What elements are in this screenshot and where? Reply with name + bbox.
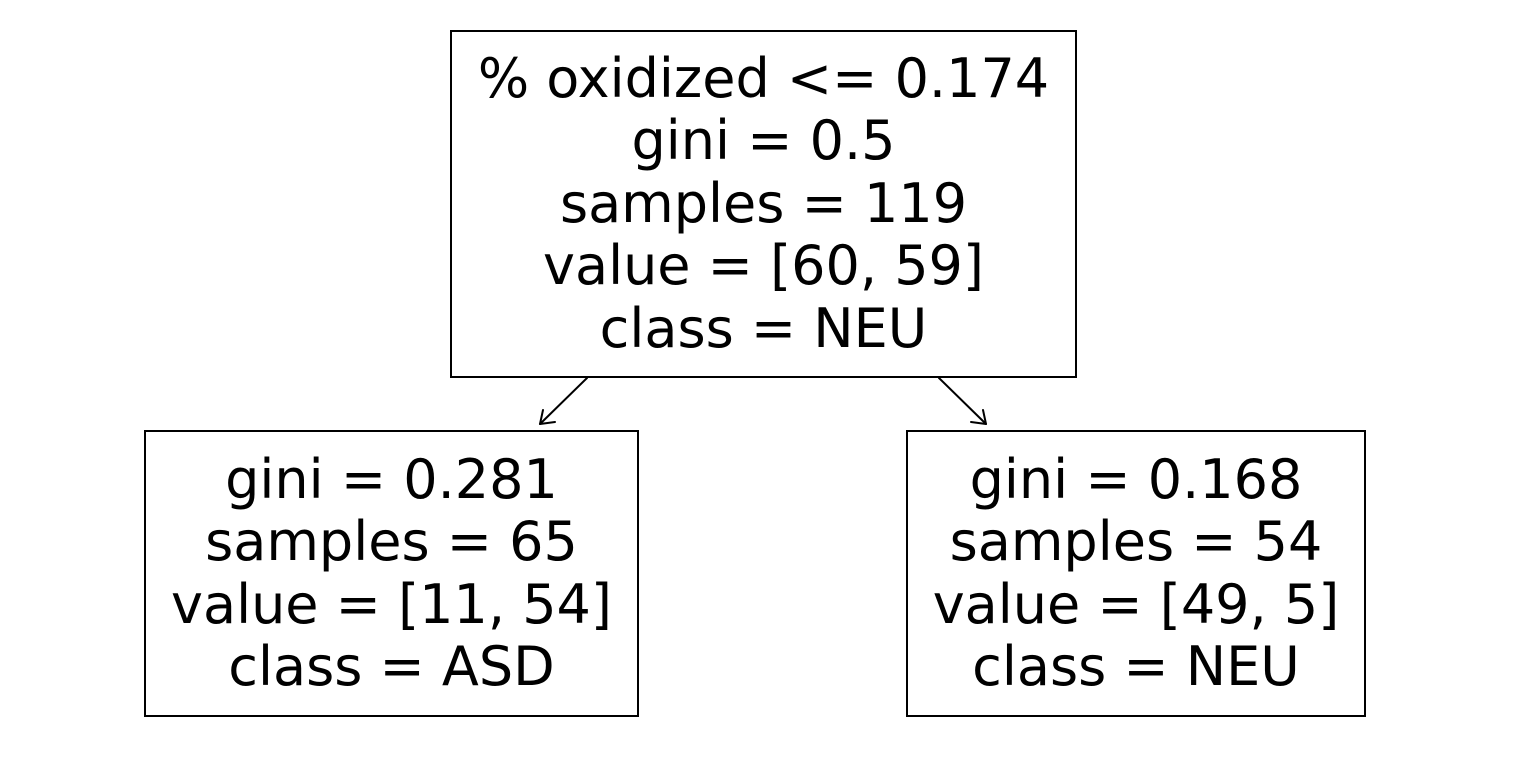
root-value: value = [60, 59] <box>543 234 984 298</box>
right-leaf-node: gini = 0.168 samples = 54 value = [49, 5… <box>906 430 1366 717</box>
root-split-rule: % oxidized <= 0.174 <box>477 46 1050 110</box>
left-leaf-node: gini = 0.281 samples = 65 value = [11, 5… <box>144 430 639 717</box>
left-class: class = ASD <box>228 635 555 698</box>
edge-root-to-right <box>938 377 987 425</box>
root-node: % oxidized <= 0.174 gini = 0.5 samples =… <box>450 30 1077 378</box>
left-value: value = [11, 54] <box>171 572 612 636</box>
right-gini: gini = 0.168 <box>969 447 1303 511</box>
root-gini: gini = 0.5 <box>631 109 896 173</box>
arrowhead-left-icon <box>539 409 556 425</box>
root-class: class = NEU <box>599 296 928 360</box>
left-gini: gini = 0.281 <box>225 447 558 511</box>
arrowhead-right-icon <box>970 409 987 425</box>
root-samples: samples = 119 <box>559 171 968 235</box>
edge-root-to-left <box>539 377 588 425</box>
right-samples: samples = 54 <box>949 510 1323 573</box>
right-value: value = [49, 5] <box>932 572 1340 636</box>
left-samples: samples = 65 <box>205 510 578 573</box>
right-class: class = NEU <box>972 635 1300 698</box>
